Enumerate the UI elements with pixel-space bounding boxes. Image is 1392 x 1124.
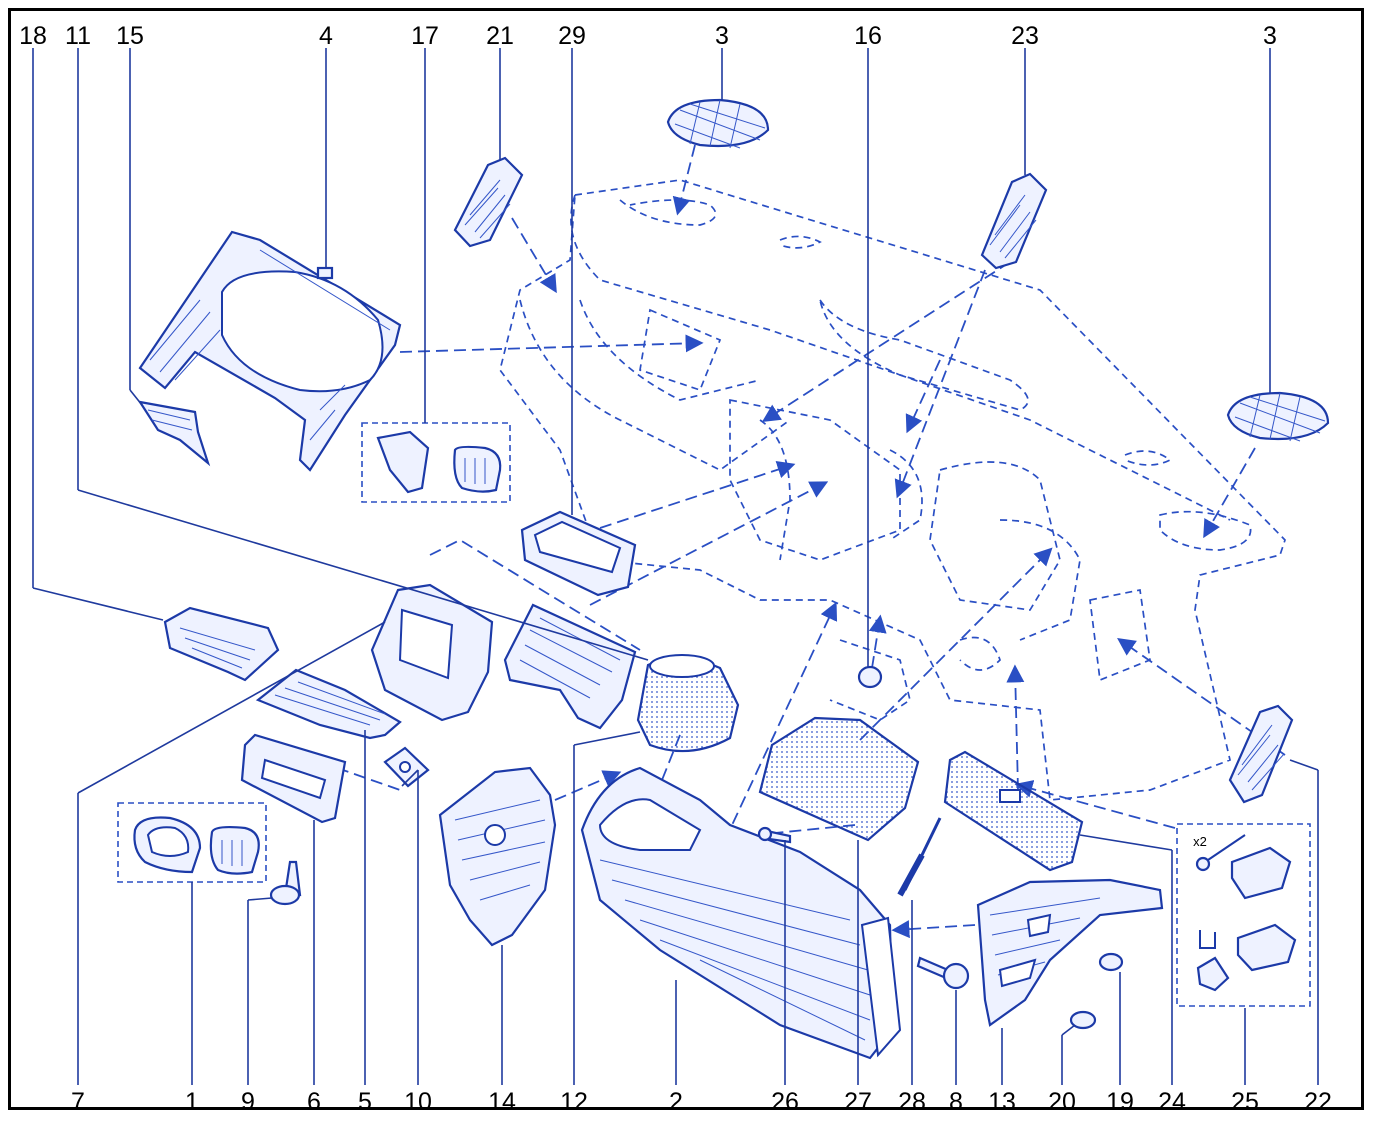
callout-9: 9 (241, 1088, 255, 1116)
part-1-switch-group (117, 802, 267, 883)
callout-7: 7 (71, 1088, 85, 1116)
part-15-trim-piece (137, 400, 211, 467)
callout-4: 4 (319, 22, 333, 50)
part-20-plug (1069, 1010, 1097, 1030)
bottom-callouts: 7 1 9 6 5 10 14 12 2 26 27 28 8 13 20 19… (71, 1088, 1332, 1116)
callout-8: 8 (949, 1088, 963, 1116)
callout-3-right: 3 (1263, 22, 1277, 50)
callout-3-top: 3 (715, 22, 729, 50)
part-2-center-console (580, 766, 902, 1060)
part-27-glovebox-lid (758, 716, 920, 842)
part-8-screw (916, 956, 970, 990)
callout-17: 17 (411, 22, 439, 50)
part-23-air-vent (980, 172, 1048, 270)
part-25-fastener-kit: x2 (1176, 823, 1311, 1007)
callout-25: 25 (1231, 1088, 1259, 1116)
part-16-knob (857, 665, 883, 689)
callout-18: 18 (19, 22, 47, 50)
part-7-center-bezel (370, 583, 494, 722)
part-24-lower-panel (943, 750, 1084, 872)
callout-15: 15 (116, 22, 144, 50)
callout-11: 11 (65, 22, 91, 50)
part-19-plug (1098, 952, 1124, 972)
part-21-air-vent (453, 156, 524, 248)
part-26-screw (757, 826, 792, 844)
top-callouts: 18 11 15 4 17 21 29 3 16 23 3 (19, 22, 1277, 50)
part-6-switch-panel (240, 733, 347, 824)
part-17-switch-group (361, 422, 511, 503)
callout-29: 29 (558, 22, 586, 50)
callout-28: 28 (898, 1088, 926, 1116)
callout-13: 13 (988, 1088, 1016, 1116)
part-14-side-panel (438, 766, 557, 947)
callout-22: 22 (1304, 1088, 1332, 1116)
callout-20: 20 (1048, 1088, 1076, 1116)
part-9-screw (269, 860, 302, 906)
part-10-clip-nut (383, 746, 430, 788)
callout-27: 27 (844, 1088, 872, 1116)
part-29-storage-tray (520, 510, 637, 597)
part-3-speaker-grille-top (666, 98, 770, 149)
callout-26: 26 (771, 1088, 799, 1116)
callout-1: 1 (185, 1088, 199, 1116)
callout-6: 6 (307, 1088, 321, 1116)
part-18-tray-insert (163, 606, 280, 682)
leader-lines (32, 48, 1319, 1085)
callout-10: 10 (404, 1088, 432, 1116)
part-13-knee-panel (976, 878, 1164, 1027)
part-12-gear-boot (636, 654, 740, 753)
callout-5: 5 (358, 1088, 372, 1116)
diagram-frame (8, 8, 1364, 1110)
part-22-air-vent (1228, 704, 1294, 804)
part-28-strut (897, 817, 942, 897)
callout-16: 16 (854, 22, 882, 50)
callout-21: 21 (486, 22, 514, 50)
assembly-arrows (319, 144, 1286, 939)
callout-19: 19 (1106, 1088, 1134, 1116)
callout-2: 2 (669, 1088, 683, 1116)
callout-23: 23 (1011, 22, 1039, 50)
part-5-trim-plate (255, 668, 402, 740)
qty-label: x2 (1193, 834, 1207, 849)
part-4-instrument-hood (138, 230, 402, 472)
callout-14: 14 (488, 1088, 516, 1116)
part-3-speaker-grille-right (1226, 391, 1330, 442)
callout-24: 24 (1158, 1088, 1186, 1116)
callout-12: 12 (560, 1088, 588, 1116)
